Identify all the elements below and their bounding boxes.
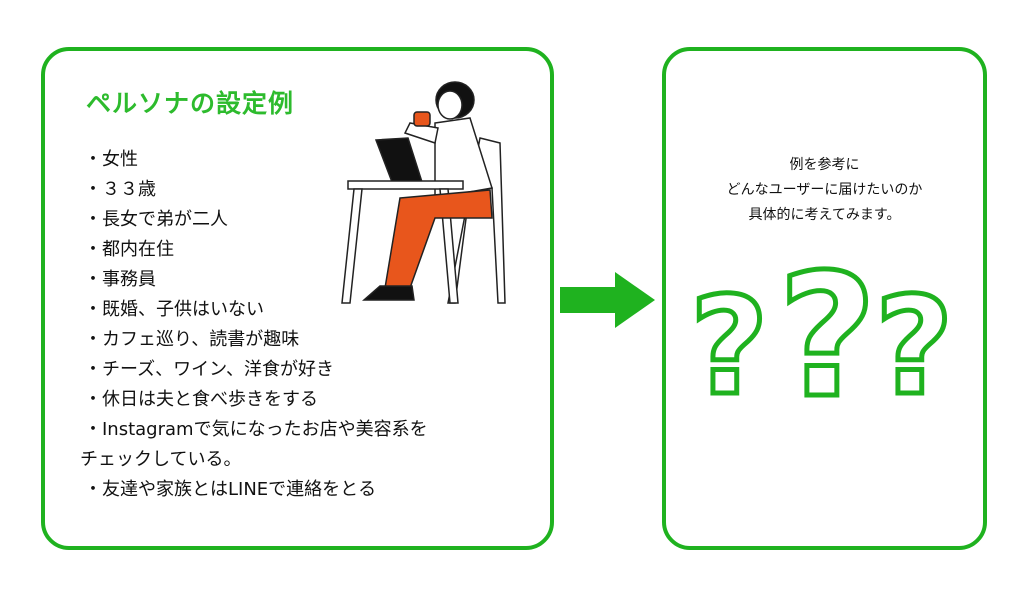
- consideration-text: 例を参考に どんなユーザーに届けたいのか 具体的に考えてみます。: [662, 153, 987, 228]
- list-item: ・３３歳: [84, 179, 156, 200]
- list-item: ・事務員: [84, 269, 156, 290]
- text-line: どんなユーザーに届けたいのか: [726, 182, 923, 198]
- woman-with-tablet-illustration: [341, 81, 506, 304]
- list-item: ・既婚、子供はいない: [84, 299, 264, 320]
- question-marks-icon: ? ? ?: [690, 245, 956, 405]
- question-mark-icon: ?: [778, 245, 877, 405]
- list-item: ・休日は夫と食べ歩きをする: [84, 389, 318, 410]
- question-mark-icon: ?: [690, 268, 768, 405]
- persona-title: ペルソナの設定例: [86, 89, 295, 118]
- text-line: 例を参考に: [789, 157, 860, 173]
- list-item: チェックしている。: [80, 449, 242, 470]
- list-item: ・女性: [84, 149, 138, 170]
- text-line: 具体的に考えてみます。: [748, 207, 901, 223]
- list-item: ・都内在住: [84, 239, 174, 260]
- list-item: ・長女で弟が二人: [84, 209, 228, 230]
- list-item: ・カフェ巡り、読書が趣味: [84, 329, 300, 350]
- list-item: ・チーズ、ワイン、洋食が好き: [84, 359, 335, 380]
- list-item: ・Instagramで気になったお店や美容系を: [84, 419, 428, 440]
- right-arrow-icon: [560, 272, 655, 328]
- list-item: ・友達や家族とはLINEで連絡をとる: [84, 479, 377, 500]
- question-mark-icon: ?: [875, 268, 953, 405]
- consideration-panel: [662, 47, 987, 550]
- persona-attribute-list: ・女性 ・３３歳 ・長女で弟が二人 ・都内在住 ・事務員 ・既婚、子供はいない …: [80, 145, 428, 505]
